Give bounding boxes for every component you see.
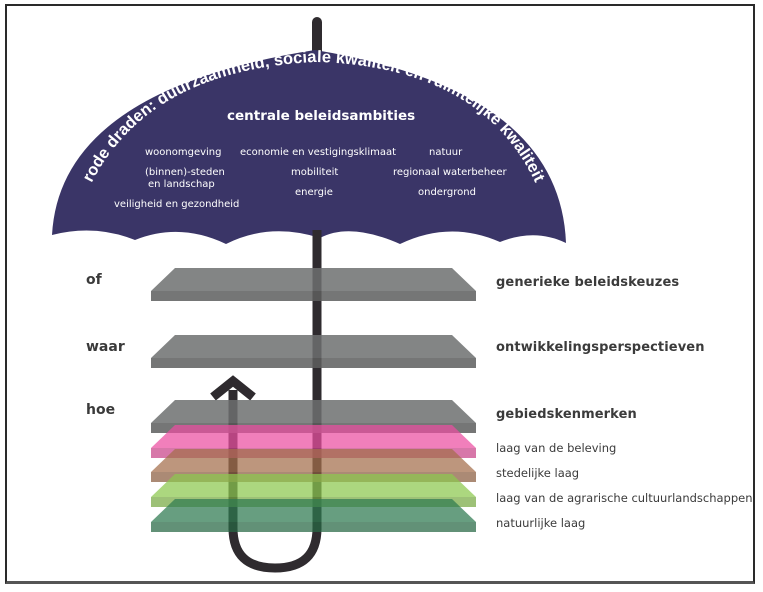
ambition-item: veiligheid en gezondheid — [114, 199, 240, 210]
level-generic: generieke beleidskeuzes — [496, 275, 680, 290]
layer-label: laag van de agrarische cultuurlandschapp… — [496, 491, 753, 505]
layer-plate — [151, 499, 476, 532]
layer-label: natuurlijke laag — [496, 516, 586, 530]
umbrella-canopy — [52, 50, 566, 244]
plate-generic — [151, 268, 476, 301]
ambition-item: energie — [295, 187, 333, 198]
plate-perspectives — [151, 335, 476, 368]
plate-generic-front-face — [151, 291, 476, 301]
ambition-item: woonomgeving — [145, 147, 222, 158]
ambition-item: (binnen)-steden — [145, 167, 225, 178]
level-area: gebiedskenmerken — [496, 407, 637, 422]
ambition-item: natuur — [429, 147, 463, 158]
layer-plate-top-face — [151, 474, 476, 497]
umbrella-tip — [312, 17, 322, 57]
ambitions-heading: centrale beleidsambities — [227, 108, 416, 124]
question-of: of — [86, 272, 102, 288]
ambition-item: en landschap — [148, 179, 215, 190]
question-waar: waar — [86, 339, 125, 355]
level-perspectives: ontwikkelingsperspectieven — [496, 340, 705, 355]
question-hoe: hoe — [86, 402, 116, 418]
plate-perspectives-top-face — [151, 335, 476, 358]
ambition-item: mobiliteit — [291, 167, 339, 178]
plate-generic-top-face — [151, 268, 476, 291]
layer-plate-front-face — [151, 522, 476, 532]
arrow-up-icon — [210, 375, 256, 401]
layer-label: stedelijke laag — [496, 466, 580, 480]
figure-frame — [5, 4, 755, 584]
plate-perspectives-front-face — [151, 358, 476, 368]
layer-label: laag van de beleving — [496, 441, 617, 455]
plate-area-top-face — [151, 400, 476, 423]
layer-plate-top-face — [151, 449, 476, 472]
layer-plate-top-face — [151, 425, 476, 448]
layer-plate-top-face — [151, 499, 476, 522]
ambition-item: economie en vestigingsklimaat — [240, 147, 397, 158]
ambition-item: regionaal waterbeheer — [393, 167, 507, 178]
ambition-item: ondergrond — [418, 187, 476, 198]
